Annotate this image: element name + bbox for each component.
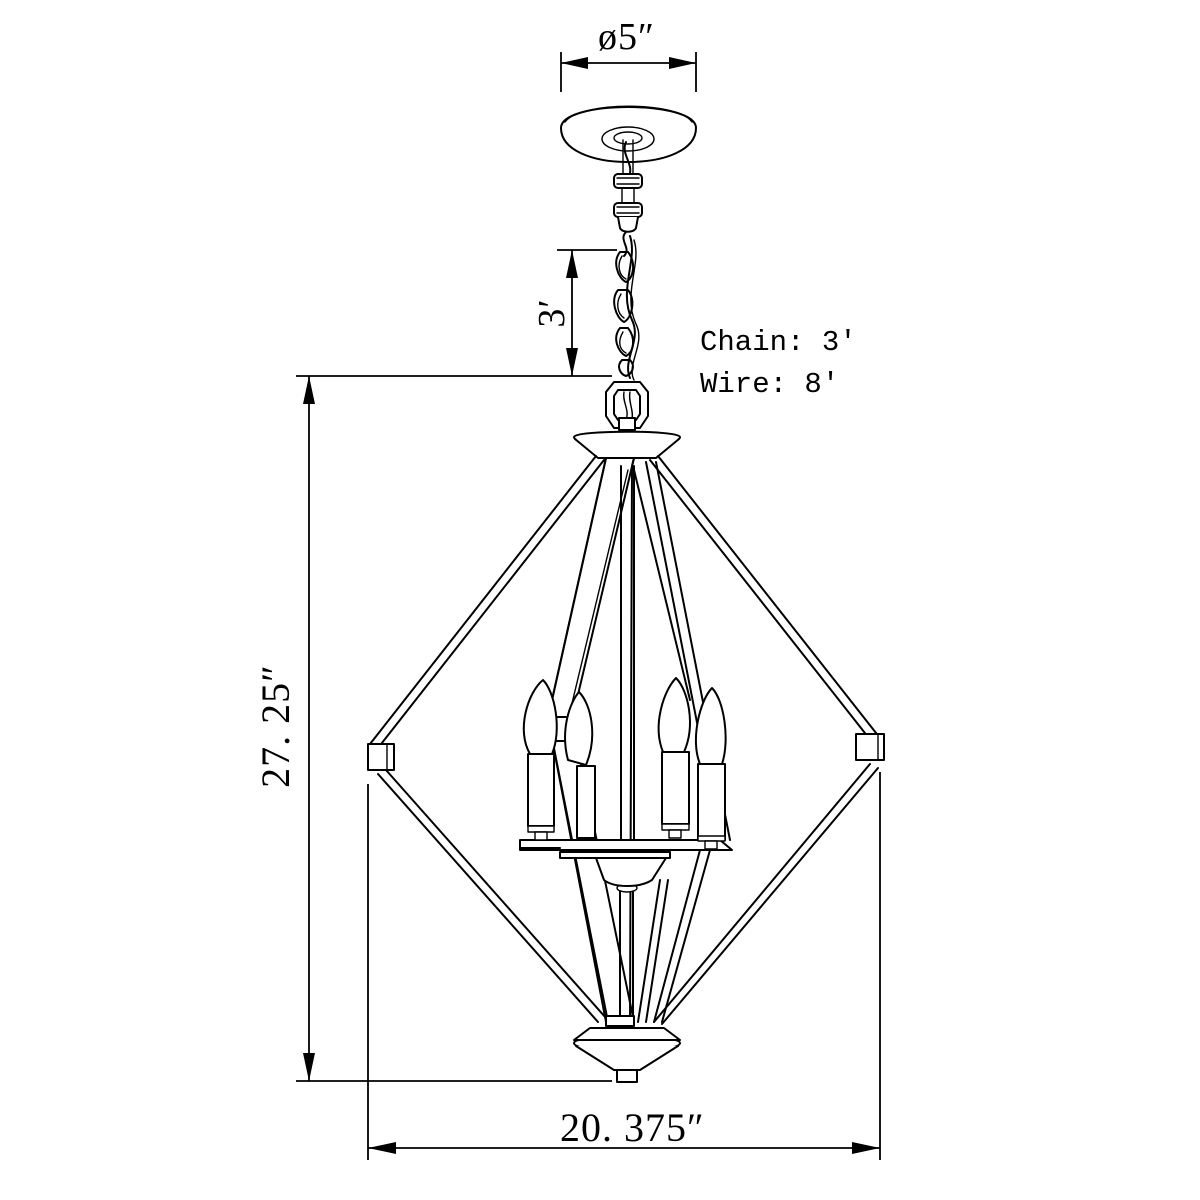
- candle-assembly: [519, 677, 733, 887]
- ceiling-canopy: [560, 105, 697, 163]
- candle-4: [694, 687, 727, 850]
- chain-length-note: Chain: 3′: [700, 326, 857, 359]
- diamond-frame: [369, 455, 881, 1025]
- candle-3: [657, 677, 691, 839]
- bottom-finial: [573, 1015, 681, 1083]
- chain: [613, 231, 640, 381]
- chain-drop-label: 3′: [531, 298, 573, 328]
- hanging-loop: [605, 381, 649, 431]
- candle-1: [522, 679, 558, 841]
- top-cap: [573, 430, 681, 459]
- width-label: 20. 375″: [560, 1105, 705, 1150]
- left-connector-block: [367, 743, 395, 771]
- canopy-diameter-dimension: [560, 52, 697, 92]
- right-connector-block: [855, 733, 885, 761]
- wire-length-note: Wire: 8′: [700, 368, 840, 401]
- chain-drop-dimension: [557, 249, 617, 376]
- candle-2: [564, 691, 596, 839]
- canopy-stem: [613, 139, 643, 233]
- height-label: 27. 25″: [253, 664, 298, 788]
- height-dimension: [296, 375, 612, 1082]
- width-dimension: [367, 772, 881, 1160]
- canopy-diameter-label: ø5″: [598, 16, 655, 58]
